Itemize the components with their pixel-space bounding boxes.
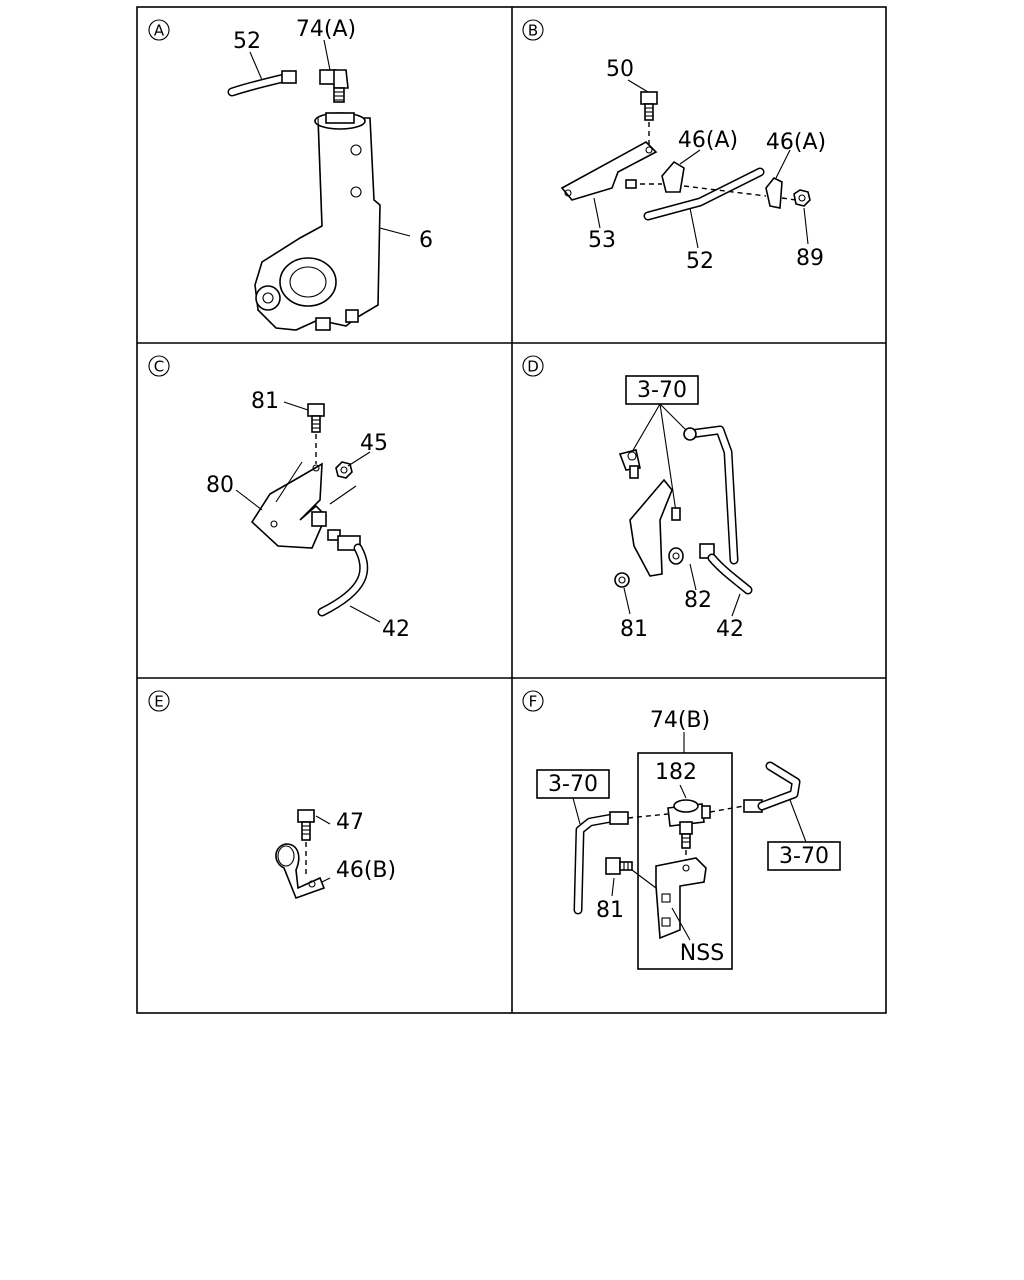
housing-6 — [254, 112, 381, 331]
ref-3-70-right: 3-70 — [779, 844, 829, 869]
label-80: 80 — [206, 473, 234, 498]
label-50: 50 — [606, 57, 634, 82]
bolt-47 — [297, 809, 315, 841]
clip-46a-left — [661, 160, 685, 193]
clamp-46b — [275, 843, 326, 900]
label-82: 82 — [684, 588, 712, 613]
panel-a: A — [148, 17, 433, 331]
elbow-fitting-74a — [319, 69, 349, 103]
panel-e-marker: E — [148, 690, 170, 712]
ref-box-3-70-left: 3-70 — [536, 769, 610, 799]
panel-c: C 81 — [148, 355, 410, 642]
label-42-d: 42 — [716, 617, 744, 642]
label-6: 6 — [419, 228, 433, 253]
nut-89 — [793, 189, 811, 207]
label-47: 47 — [336, 810, 364, 835]
label-81-f: 81 — [596, 898, 624, 923]
panel-d-marker: D — [522, 355, 544, 377]
label-52-b: 52 — [686, 249, 714, 274]
panel-f-letter: F — [529, 693, 538, 711]
bracket-80 — [250, 462, 327, 549]
pipe-nut — [281, 70, 297, 84]
ref-3-70-d: 3-70 — [637, 378, 687, 403]
bolt-81-c — [307, 403, 325, 433]
nut-82 — [668, 547, 684, 565]
ref-box-3-70-right: 3-70 — [767, 841, 841, 871]
bracket-d — [629, 478, 673, 577]
nut-81-d — [614, 572, 630, 588]
panel-d: D 3-70 — [522, 355, 753, 642]
ref-box-3-70-d: 3-70 — [625, 375, 699, 405]
bolt-50 — [640, 91, 658, 121]
panel-f-marker: F — [522, 690, 544, 712]
label-53: 53 — [588, 228, 616, 253]
panel-e-letter: E — [154, 693, 163, 711]
panel-b: B — [522, 19, 826, 274]
label-45: 45 — [360, 431, 388, 456]
bracket-53 — [560, 141, 658, 201]
label-46a-1: 46(A) — [678, 128, 738, 153]
panel-c-letter: C — [154, 358, 164, 376]
panel-a-letter: A — [154, 22, 165, 40]
label-nss: NSS — [680, 941, 724, 966]
label-42-c: 42 — [382, 617, 410, 642]
label-81-c: 81 — [251, 389, 279, 414]
label-182: 182 — [655, 760, 697, 785]
label-74b: 74(B) — [650, 708, 710, 733]
bolt-81-f — [605, 857, 633, 875]
tee-fitting-182 — [667, 799, 711, 849]
panel-b-marker: B — [522, 19, 544, 41]
label-81-d: 81 — [620, 617, 648, 642]
label-52: 52 — [233, 29, 261, 54]
panel-a-marker: A — [148, 19, 170, 41]
panel-b-letter: B — [528, 22, 538, 40]
label-46b: 46(B) — [336, 858, 396, 883]
panel-e: E 47 46(B) — [148, 690, 396, 900]
label-74a: 74(A) — [296, 17, 356, 42]
clip-46a-right — [765, 176, 783, 209]
label-46a-2: 46(A) — [766, 130, 826, 155]
panel-f: F 74(B) 182 3-70 — [522, 690, 841, 970]
panel-grid — [136, 6, 887, 1014]
ref-3-70-left: 3-70 — [548, 772, 598, 797]
assembly-74b-box — [637, 752, 733, 970]
panel-c-marker: C — [148, 355, 170, 377]
label-89: 89 — [796, 246, 824, 271]
panel-d-letter: D — [527, 358, 539, 376]
